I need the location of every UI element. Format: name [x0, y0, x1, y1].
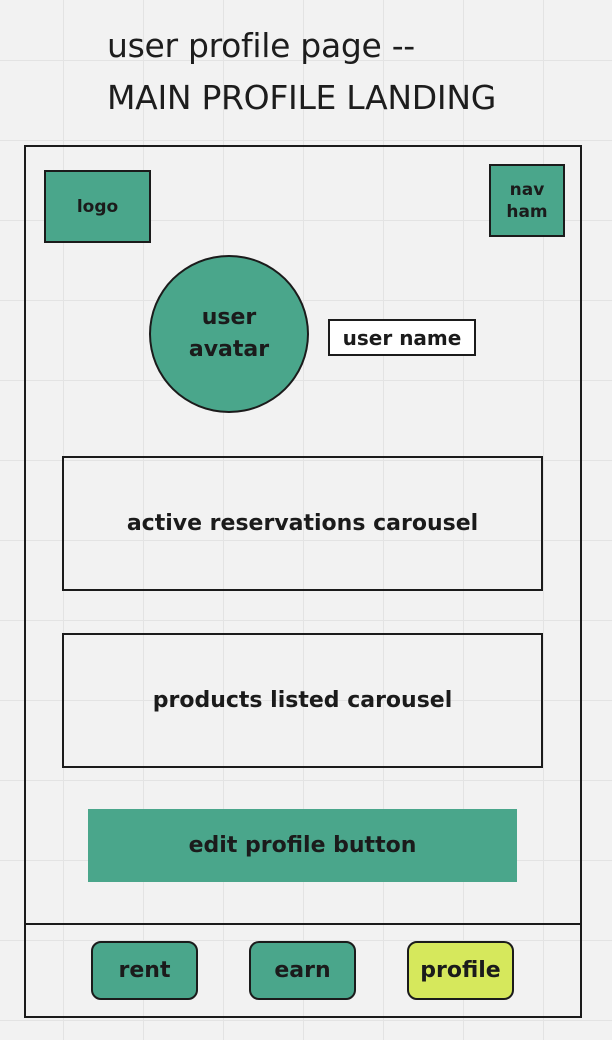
user-name-label: user name: [328, 319, 476, 356]
page-title-line-1: user profile page --: [107, 26, 415, 65]
tab-rent[interactable]: rent: [91, 941, 198, 1000]
tab-bar-divider: [24, 923, 582, 925]
phone-frame: [24, 145, 582, 1018]
user-avatar: user avatar: [149, 255, 309, 413]
tab-profile[interactable]: profile: [407, 941, 514, 1000]
active-reservations-carousel[interactable]: active reservations carousel: [62, 456, 543, 591]
logo-placeholder[interactable]: logo: [44, 170, 151, 243]
products-listed-carousel[interactable]: products listed carousel: [62, 633, 543, 768]
tab-earn[interactable]: earn: [249, 941, 356, 1000]
edit-profile-button[interactable]: edit profile button: [88, 809, 517, 882]
page-title-line-2: MAIN PROFILE LANDING: [107, 78, 497, 117]
hamburger-menu-button[interactable]: nav ham: [489, 164, 565, 237]
